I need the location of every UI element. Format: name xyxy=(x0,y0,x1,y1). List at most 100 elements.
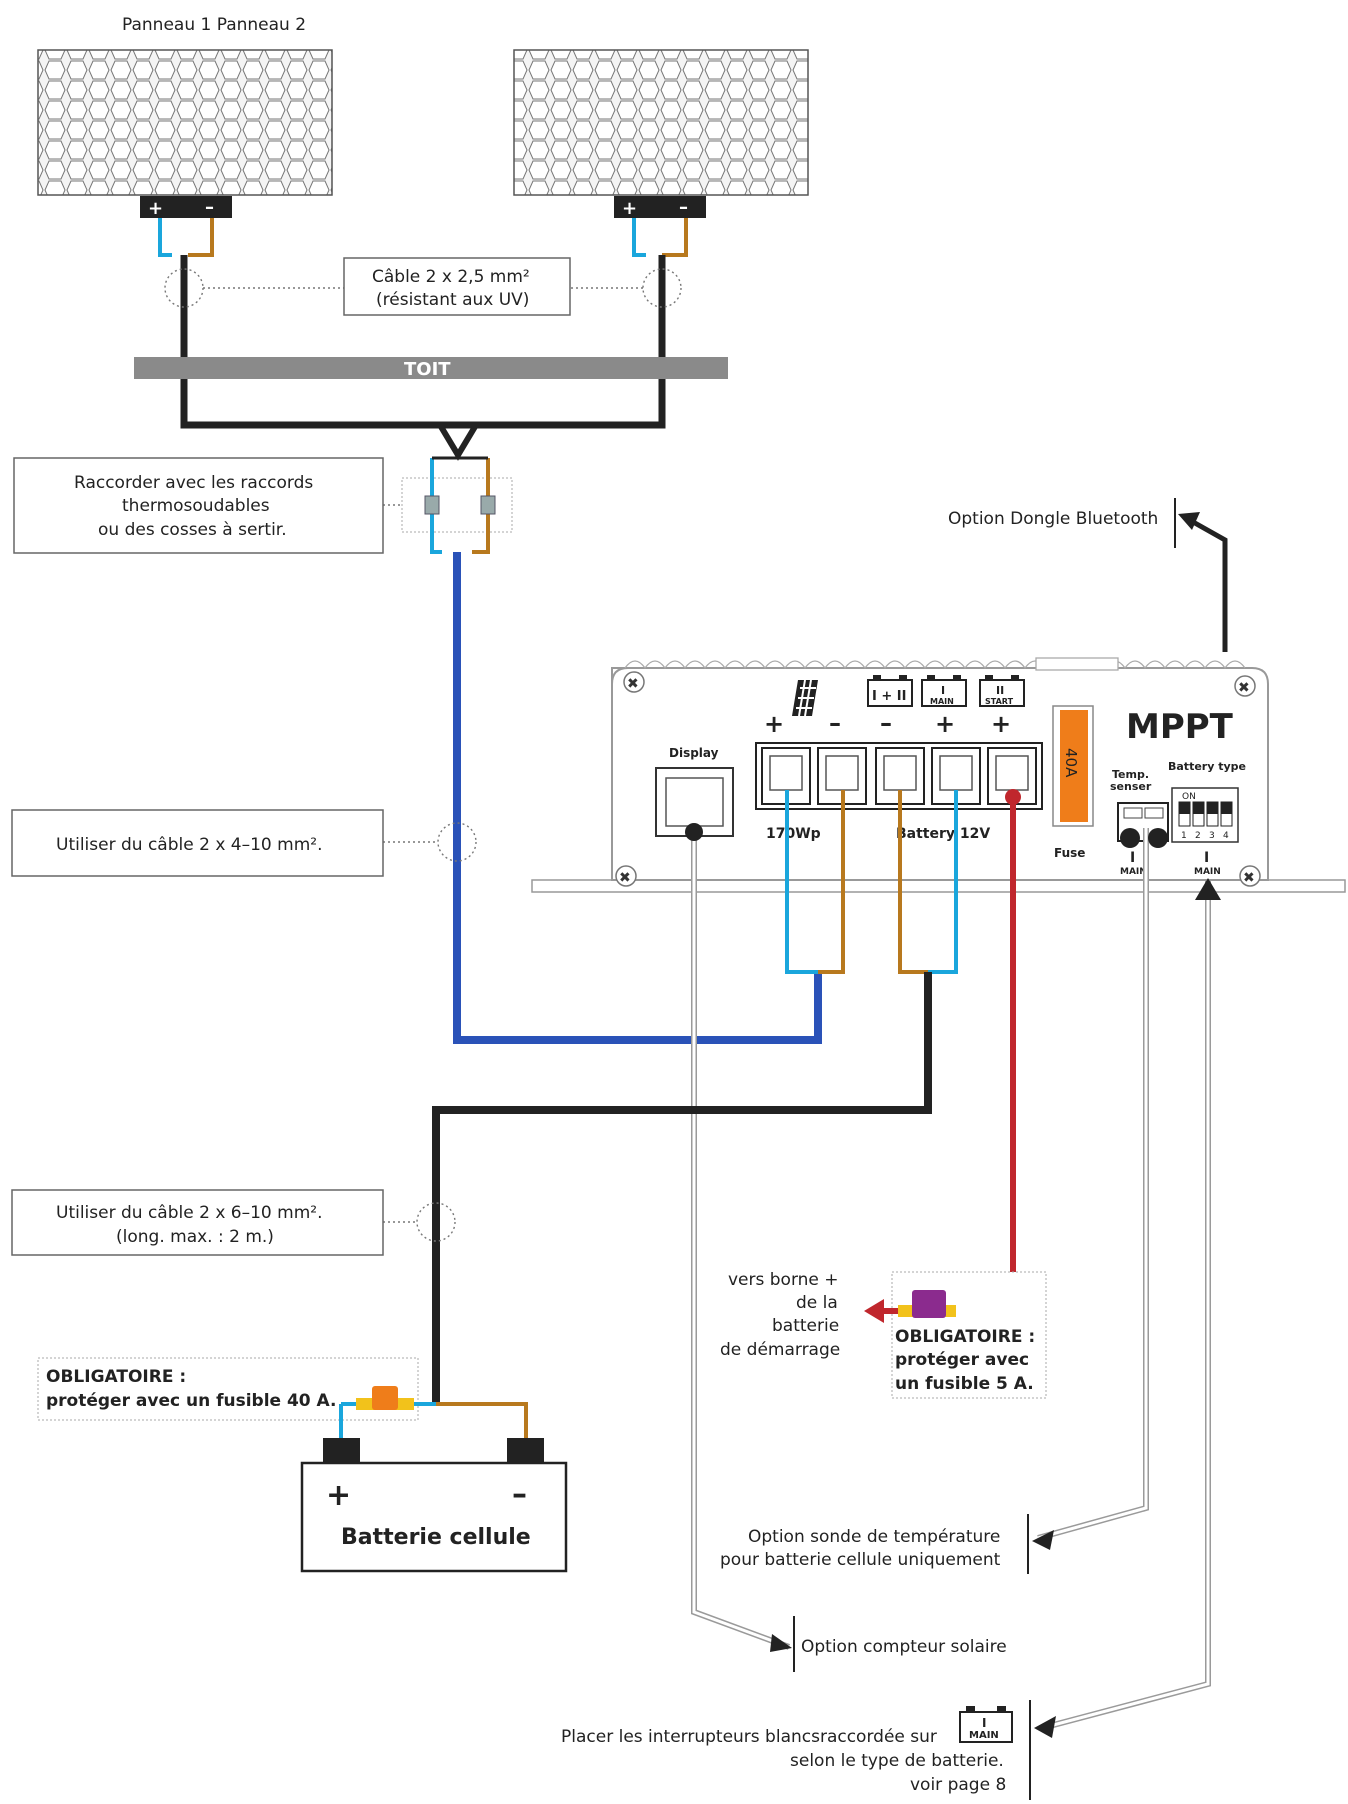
pv-minus-sign: – xyxy=(829,709,841,737)
badge-main-roman: I xyxy=(941,684,945,697)
battery-minus-lead xyxy=(436,1402,528,1438)
fuse-40a xyxy=(1060,710,1088,822)
battery-plus-icon: + xyxy=(326,1478,351,1513)
battery-main-icon: I MAIN xyxy=(921,675,967,707)
temp-main-roman: I xyxy=(1130,850,1135,866)
badge-start-text: START xyxy=(985,697,1014,706)
panels-title: Panneau 1 Panneau 2 xyxy=(122,15,306,35)
temp-label-2: senser xyxy=(1110,780,1152,793)
splice-brown xyxy=(472,458,490,554)
fuse5-line1: OBLIGATOIRE : xyxy=(895,1327,1035,1347)
uv-cable-callout xyxy=(343,257,571,316)
controller-pv-leads xyxy=(785,790,958,974)
fuse40-line2: protéger avec un fusible 40 A. xyxy=(46,1391,337,1411)
panel-leads xyxy=(158,218,688,257)
battery-label: Batterie cellule xyxy=(341,1525,531,1550)
svg-text:✖: ✖ xyxy=(1238,680,1250,696)
fuse-5a xyxy=(912,1290,946,1318)
fuse40-line1: OBLIGATOIRE : xyxy=(46,1367,186,1387)
panel-1-minus-icon: – xyxy=(205,197,214,218)
pv-main-cable xyxy=(453,552,822,1044)
cable-4-10-callout xyxy=(11,809,384,877)
arrow-left-icon xyxy=(864,1299,884,1323)
fuse5-line2: protéger avec xyxy=(895,1350,1029,1370)
dip-number-2: 2 xyxy=(1195,831,1201,841)
badge-combo: I + II xyxy=(872,689,906,704)
bat-plus-sign: + xyxy=(935,710,955,738)
bluetooth-cable xyxy=(1184,515,1228,652)
switch-line1: Placer les interrupteurs blancsraccordée… xyxy=(561,1727,937,1747)
battery-type-label: Battery type xyxy=(1168,760,1246,773)
meter-option-label: Option compteur solaire xyxy=(801,1637,1007,1657)
panel-1-plus-icon: + xyxy=(148,198,163,219)
heat-shrink-2 xyxy=(480,495,496,515)
option-cables xyxy=(691,828,1211,1731)
heat-shrink-1 xyxy=(424,495,440,515)
pv-cable-marker xyxy=(437,822,477,862)
dip-number-1: 1 xyxy=(1181,831,1187,841)
bat-minus-sign: – xyxy=(880,709,892,737)
switch-line2: selon le type de batterie. xyxy=(790,1751,1004,1771)
pv-power-label: 170Wp xyxy=(766,826,821,842)
switch-arrow-icon xyxy=(1034,1716,1056,1738)
screw-icon: ✖ xyxy=(1234,675,1256,697)
switch-badge-main: MAIN xyxy=(969,1730,999,1741)
switch-line3: voir page 8 xyxy=(910,1775,1006,1795)
svg-text:✖: ✖ xyxy=(1243,870,1255,886)
house-battery: + – Batterie cellule xyxy=(300,1438,568,1573)
panel-2-plus-icon: + xyxy=(622,198,637,219)
brand-mppt: MPPT xyxy=(1126,707,1234,747)
solar-panel-2: + – xyxy=(513,49,809,219)
uv-cable-line1: Câble 2 x 2,5 mm² xyxy=(372,267,530,287)
connect-line1: Raccorder avec les raccords xyxy=(74,473,313,493)
splice-cyan xyxy=(430,458,442,554)
battery-voltage-label: Battery 12V xyxy=(896,826,990,842)
roof-label: TOIT xyxy=(404,359,451,380)
fuse-value: 40A xyxy=(1062,748,1080,778)
roof-cable-merge xyxy=(437,423,479,461)
screw-icon: ✖ xyxy=(623,671,645,693)
start-line3: batterie xyxy=(772,1316,839,1336)
dip-on-label: ON xyxy=(1182,792,1196,802)
fuse-40a-battery xyxy=(372,1386,398,1410)
dip-switch-levers xyxy=(1178,801,1233,827)
mppt-controller: ✖ ✖ ✖ ✖ Display I + II xyxy=(531,657,1346,893)
fuse5-line3: un fusible 5 A. xyxy=(895,1374,1034,1394)
panel-1-junction-box xyxy=(140,196,232,218)
dip-number-3: 3 xyxy=(1209,831,1215,841)
dip-main: MAIN xyxy=(1194,867,1221,877)
dip-number-4: 4 xyxy=(1223,831,1229,841)
connect-callout xyxy=(13,457,384,554)
cable-6-10-line1: Utiliser du câble 2 x 6–10 mm². xyxy=(56,1203,322,1223)
svg-text:✖: ✖ xyxy=(627,676,639,692)
temp-plug-1 xyxy=(1120,828,1140,848)
solar-panel-1: + – xyxy=(37,49,333,219)
bluetooth-label: Option Dongle Bluetooth xyxy=(948,509,1158,529)
roof-cable xyxy=(180,255,666,429)
arrow-up-icon xyxy=(1195,878,1221,900)
temp-arrow-icon xyxy=(1032,1530,1054,1550)
battery-minus-icon: – xyxy=(512,1477,527,1512)
badge-main-text: MAIN xyxy=(930,697,954,706)
uv-cable-line2: (résistant aux UV) xyxy=(376,290,529,310)
display-label: Display xyxy=(669,746,719,760)
cable-4-10-text: Utiliser du câble 2 x 4–10 mm². xyxy=(56,835,322,855)
panel-2-minus-icon: – xyxy=(679,197,688,218)
battery-main-icon: I MAIN xyxy=(959,1706,1013,1743)
battery-start-icon: II START xyxy=(979,675,1025,707)
battery-combo-icon: I + II xyxy=(867,675,913,707)
start-plus-sign: + xyxy=(991,710,1011,738)
temp-option-line1: Option sonde de température xyxy=(748,1527,1000,1547)
fuse-label: Fuse xyxy=(1054,846,1085,860)
temp-main: MAIN xyxy=(1120,867,1147,877)
temp-option-line2: pour batterie cellule uniquement xyxy=(720,1550,1001,1570)
panel-2-junction-box xyxy=(614,196,706,218)
dip-main-roman: I xyxy=(1204,850,1209,866)
meter-arrow-icon xyxy=(770,1634,792,1652)
screw-icon: ✖ xyxy=(1239,865,1261,887)
cable-6-10-line2: (long. max. : 2 m.) xyxy=(116,1227,274,1247)
battery-main-cable xyxy=(432,972,932,1402)
start-line1: vers borne + xyxy=(728,1270,839,1290)
start-line4: de démarrage xyxy=(720,1340,840,1360)
